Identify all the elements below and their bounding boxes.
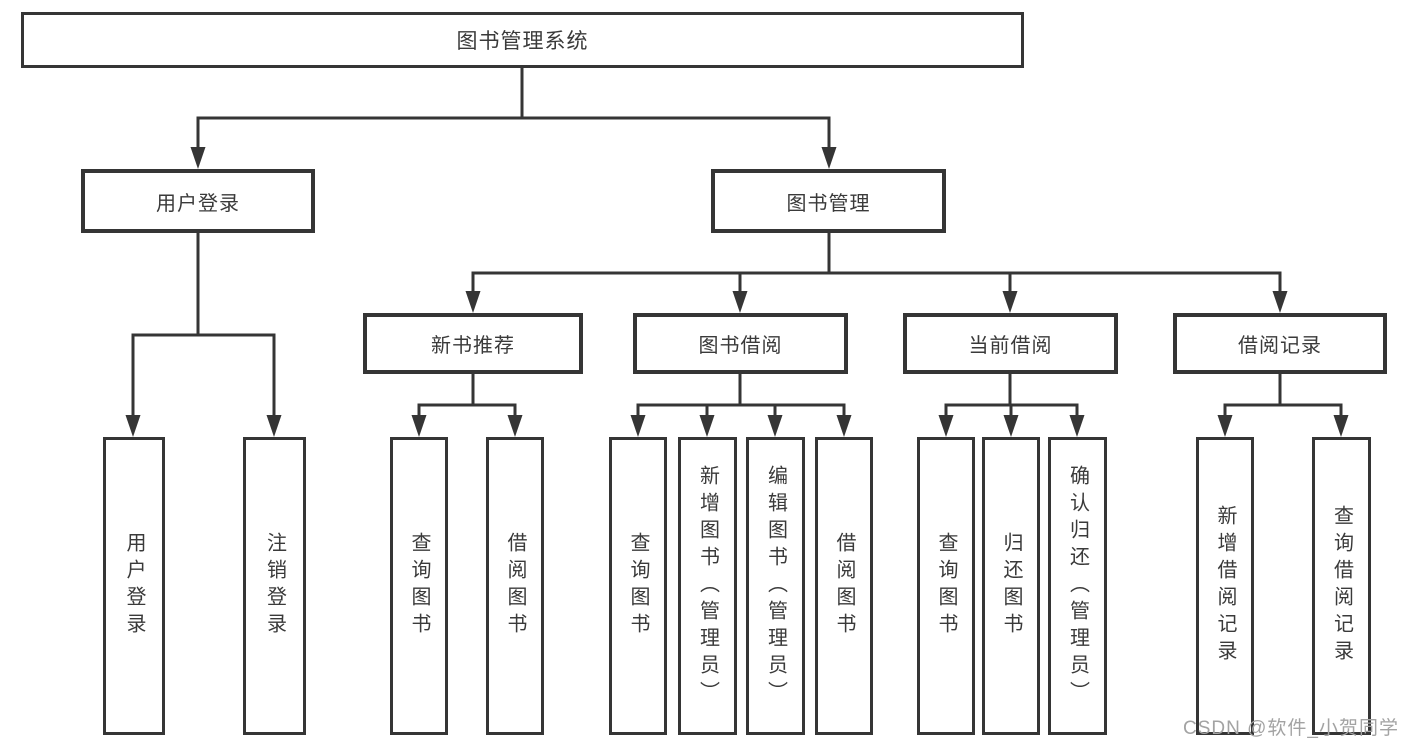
leaf-borrow-edit-admin: 编辑图书（管理员） [746,437,805,735]
leaf-current-return: 归还图书 [982,437,1040,735]
leaf-borrow-borrow: 借阅图书 [815,437,873,735]
leaf-current-query: 查询图书 [917,437,975,735]
node-borrow-records: 借阅记录 [1173,313,1387,374]
node-current-borrow: 当前借阅 [903,313,1118,374]
node-book-borrow: 图书借阅 [633,313,848,374]
node-book-management: 图书管理 [711,169,946,233]
node-new-book-recommend: 新书推荐 [363,313,583,374]
leaf-newbooks-borrow: 借阅图书 [486,437,544,735]
node-user-login: 用户登录 [81,169,315,233]
leaf-borrow-add-admin: 新增图书（管理员） [678,437,737,735]
leaf-current-confirm-return-admin: 确认归还（管理员） [1048,437,1107,735]
leaf-borrow-query: 查询图书 [609,437,667,735]
node-root: 图书管理系统 [21,12,1024,68]
csdn-watermark: CSDN @软件_小贺同学 [1183,718,1399,739]
leaf-user-login: 用户登录 [103,437,165,735]
leaf-newbooks-query: 查询图书 [390,437,448,735]
leaf-logout: 注销登录 [243,437,306,735]
leaf-records-add: 新增借阅记录 [1196,437,1254,735]
leaf-records-query: 查询借阅记录 [1312,437,1371,735]
